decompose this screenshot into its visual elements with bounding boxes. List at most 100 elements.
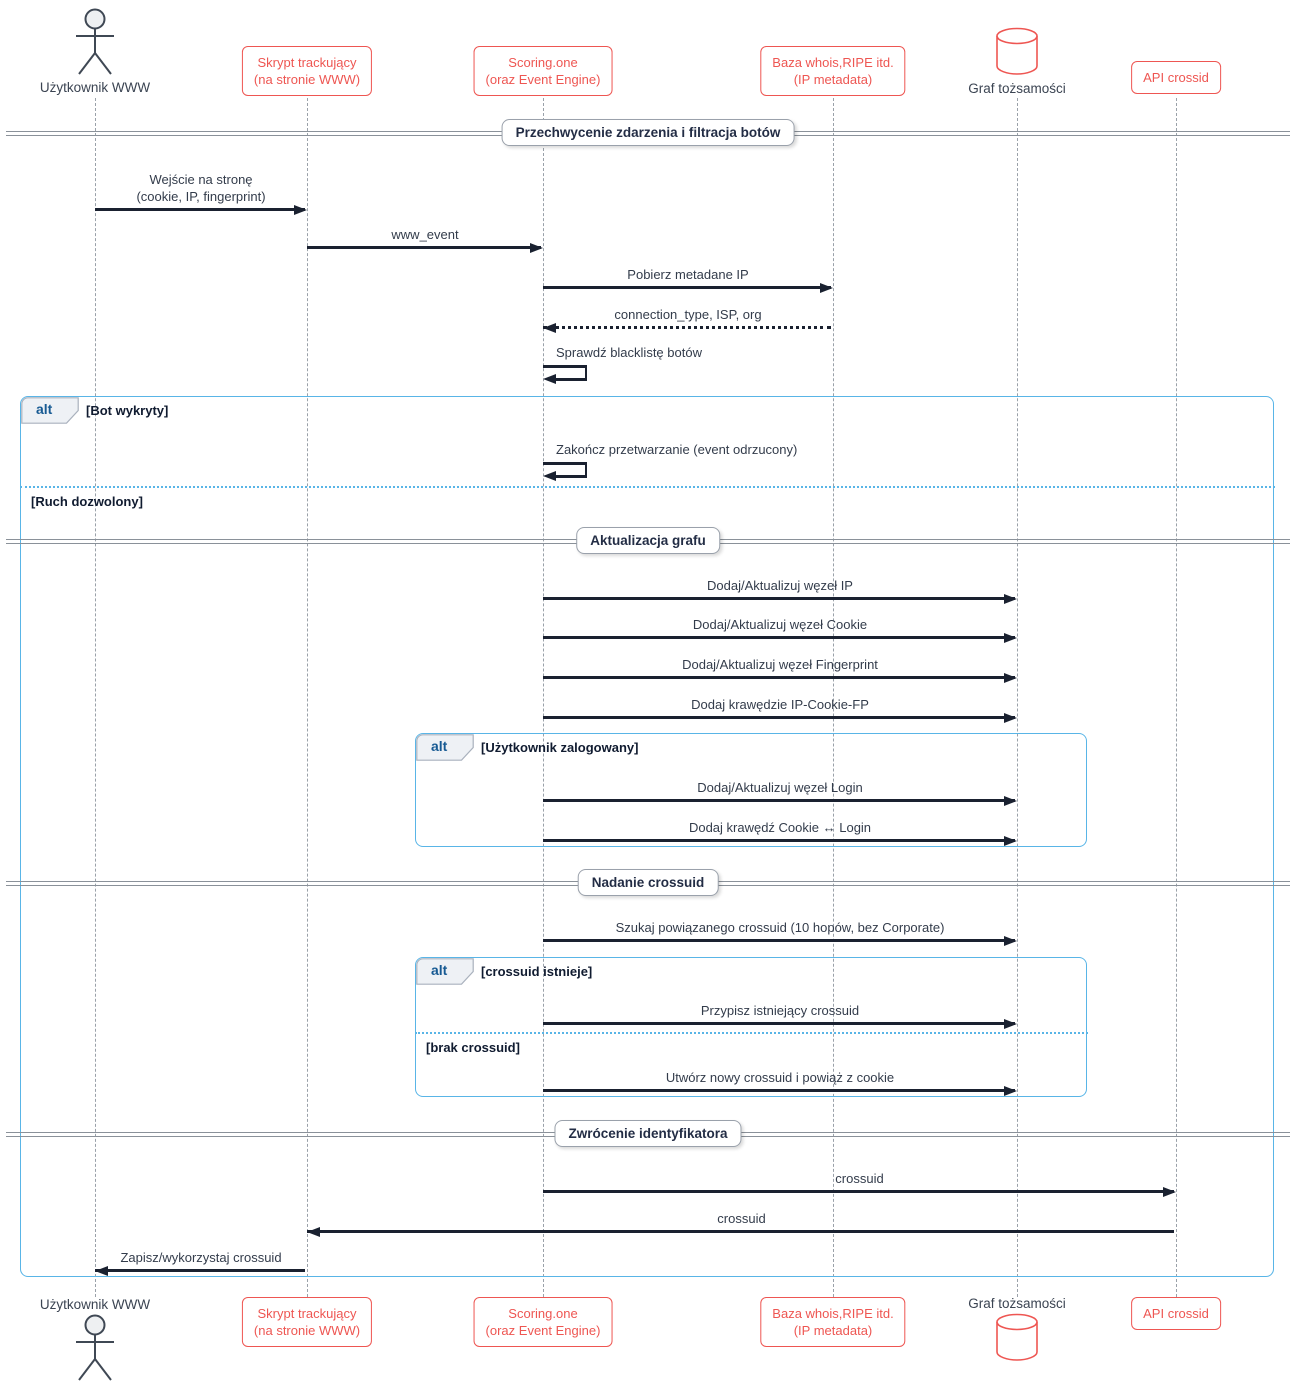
message-arrowhead xyxy=(1004,1018,1017,1029)
message-label: Dodaj/Aktualizuj węzeł Cookie xyxy=(692,617,868,632)
participant-label-line: (na stronie WWW) xyxy=(253,72,361,87)
section-divider-label: Zwrócenie identyfikatora xyxy=(554,1120,742,1147)
message-label: Zapisz/wykorzystaj crossuid xyxy=(120,1250,282,1265)
alt-else-guard-label: [brak crossuid] xyxy=(426,1040,520,1055)
alt-guard-label: [Użytkownik zalogowany] xyxy=(481,740,639,755)
message-arrowhead xyxy=(294,204,307,215)
database-icon xyxy=(994,26,1040,76)
message-arrowhead xyxy=(1163,1186,1176,1197)
participant-label-line: Scoring.one xyxy=(508,1306,578,1321)
message-label: Szukaj powiązanego crossuid (10 hopów, b… xyxy=(615,920,945,935)
message-label: connection_type, ISP, org xyxy=(614,307,762,322)
lifeline-user xyxy=(94,98,96,1297)
message-line xyxy=(543,326,831,329)
alt-frame xyxy=(415,733,1087,847)
alt-frame xyxy=(415,957,1087,1097)
message-line xyxy=(543,1190,1174,1193)
participant-label-line: API crossid xyxy=(1143,70,1209,85)
participant-label-line: Skrypt trackujący xyxy=(257,1306,357,1321)
message-label: Sprawdź blacklistę botów xyxy=(556,345,702,360)
message-line xyxy=(543,286,831,289)
message-arrowhead xyxy=(1004,795,1017,806)
participant-label-line: (IP metadata) xyxy=(793,1323,873,1338)
message-arrowhead xyxy=(820,282,833,293)
alt-else-separator xyxy=(20,486,1275,488)
participant-user-header-label: Użytkownik WWW xyxy=(39,80,151,95)
message-arrowhead xyxy=(543,322,556,333)
participant-label-line: (oraz Event Engine) xyxy=(485,1323,601,1338)
participant-script-header: Skrypt trackujący (na stronie WWW) xyxy=(241,46,373,96)
self-message-line xyxy=(584,365,587,381)
message-arrowhead xyxy=(1004,835,1017,846)
alt-pentagon xyxy=(21,397,79,424)
message-arrowhead xyxy=(1004,935,1017,946)
participant-label-line: (na stronie WWW) xyxy=(253,1323,361,1338)
lifeline-whois xyxy=(832,98,834,1297)
alt-frame xyxy=(20,396,1274,1277)
message-label: www_event xyxy=(391,227,459,242)
actor-icon xyxy=(69,1314,121,1386)
lifeline-api xyxy=(1175,98,1177,1297)
participant-label-line: API crossid xyxy=(1143,1306,1209,1321)
alt-else-separator xyxy=(415,1032,1088,1034)
message-arrowhead xyxy=(543,471,556,482)
self-message-line xyxy=(584,462,587,478)
message-label: Przypisz istniejący crossuid xyxy=(700,1003,860,1018)
participant-user-footer-label: Użytkownik WWW xyxy=(39,1297,151,1312)
message-label: Dodaj krawędź Cookie ↔ Login xyxy=(688,820,872,835)
message-arrowhead xyxy=(95,1265,108,1276)
participant-graph-footer-label: Graf tożsamości xyxy=(968,1296,1066,1311)
alt-pentagon xyxy=(416,958,474,985)
participant-api-footer: API crossid xyxy=(1131,1297,1221,1330)
participant-label-line: Scoring.one xyxy=(508,55,578,70)
self-message-line xyxy=(543,462,587,465)
participant-label-line: Baza whois,RIPE itd. xyxy=(772,55,894,70)
participant-scoring-footer: Scoring.one (oraz Event Engine) xyxy=(473,1297,613,1347)
participant-label-line: (oraz Event Engine) xyxy=(485,72,601,87)
alt-pentagon xyxy=(416,734,474,761)
message-line xyxy=(95,1269,305,1272)
message-line xyxy=(543,839,1015,842)
message-line xyxy=(543,597,1015,600)
message-label: Pobierz metadane IP xyxy=(627,267,749,282)
alt-guard-label: [Bot wykryty] xyxy=(86,403,169,418)
participant-label-line: Skrypt trackujący xyxy=(257,55,357,70)
alt-frame-operator: alt xyxy=(431,962,448,978)
message-label: Wejście na stronę (cookie, IP, fingerpri… xyxy=(136,172,266,204)
message-label: Dodaj/Aktualizuj węzeł Fingerprint xyxy=(682,657,878,672)
message-arrowhead xyxy=(543,374,556,385)
self-message-line xyxy=(543,365,587,368)
actor-icon xyxy=(69,8,121,80)
section-divider-label: Nadanie crossuid xyxy=(577,869,719,896)
message-line xyxy=(95,208,305,211)
section-divider-label: Przechwycenie zdarzenia i filtracja botó… xyxy=(501,119,795,146)
participant-scoring-header: Scoring.one (oraz Event Engine) xyxy=(473,46,613,96)
alt-guard-label: [crossuid istnieje] xyxy=(481,964,593,979)
message-line xyxy=(543,939,1015,942)
message-arrowhead xyxy=(1004,1085,1017,1096)
self-message-line xyxy=(554,378,587,381)
section-divider-label: Aktualizacja grafu xyxy=(576,527,720,554)
message-label: Dodaj/Aktualizuj węzeł Login xyxy=(697,780,863,795)
message-line xyxy=(543,1022,1015,1025)
message-arrowhead xyxy=(1004,672,1017,683)
message-line xyxy=(307,246,541,249)
message-line xyxy=(543,1089,1015,1092)
lifeline-scoring xyxy=(542,98,544,1297)
self-message-line xyxy=(554,475,587,478)
message-line xyxy=(543,636,1015,639)
participant-whois-footer: Baza whois,RIPE itd.(IP metadata) xyxy=(760,1297,906,1347)
message-line xyxy=(307,1230,1174,1233)
participant-label-line: (IP metadata) xyxy=(793,72,873,87)
database-icon xyxy=(994,1312,1040,1362)
message-arrowhead xyxy=(1004,593,1017,604)
message-arrowhead xyxy=(530,242,543,253)
participant-script-footer: Skrypt trackujący (na stronie WWW) xyxy=(241,1297,373,1347)
participant-graph-header-label: Graf tożsamości xyxy=(968,81,1066,96)
message-arrowhead xyxy=(1004,712,1017,723)
message-label: Dodaj/Aktualizuj węzeł IP xyxy=(707,578,853,593)
lifeline-script xyxy=(306,98,308,1297)
message-arrowhead xyxy=(307,1226,320,1237)
participant-api-header: API crossid xyxy=(1131,61,1221,94)
